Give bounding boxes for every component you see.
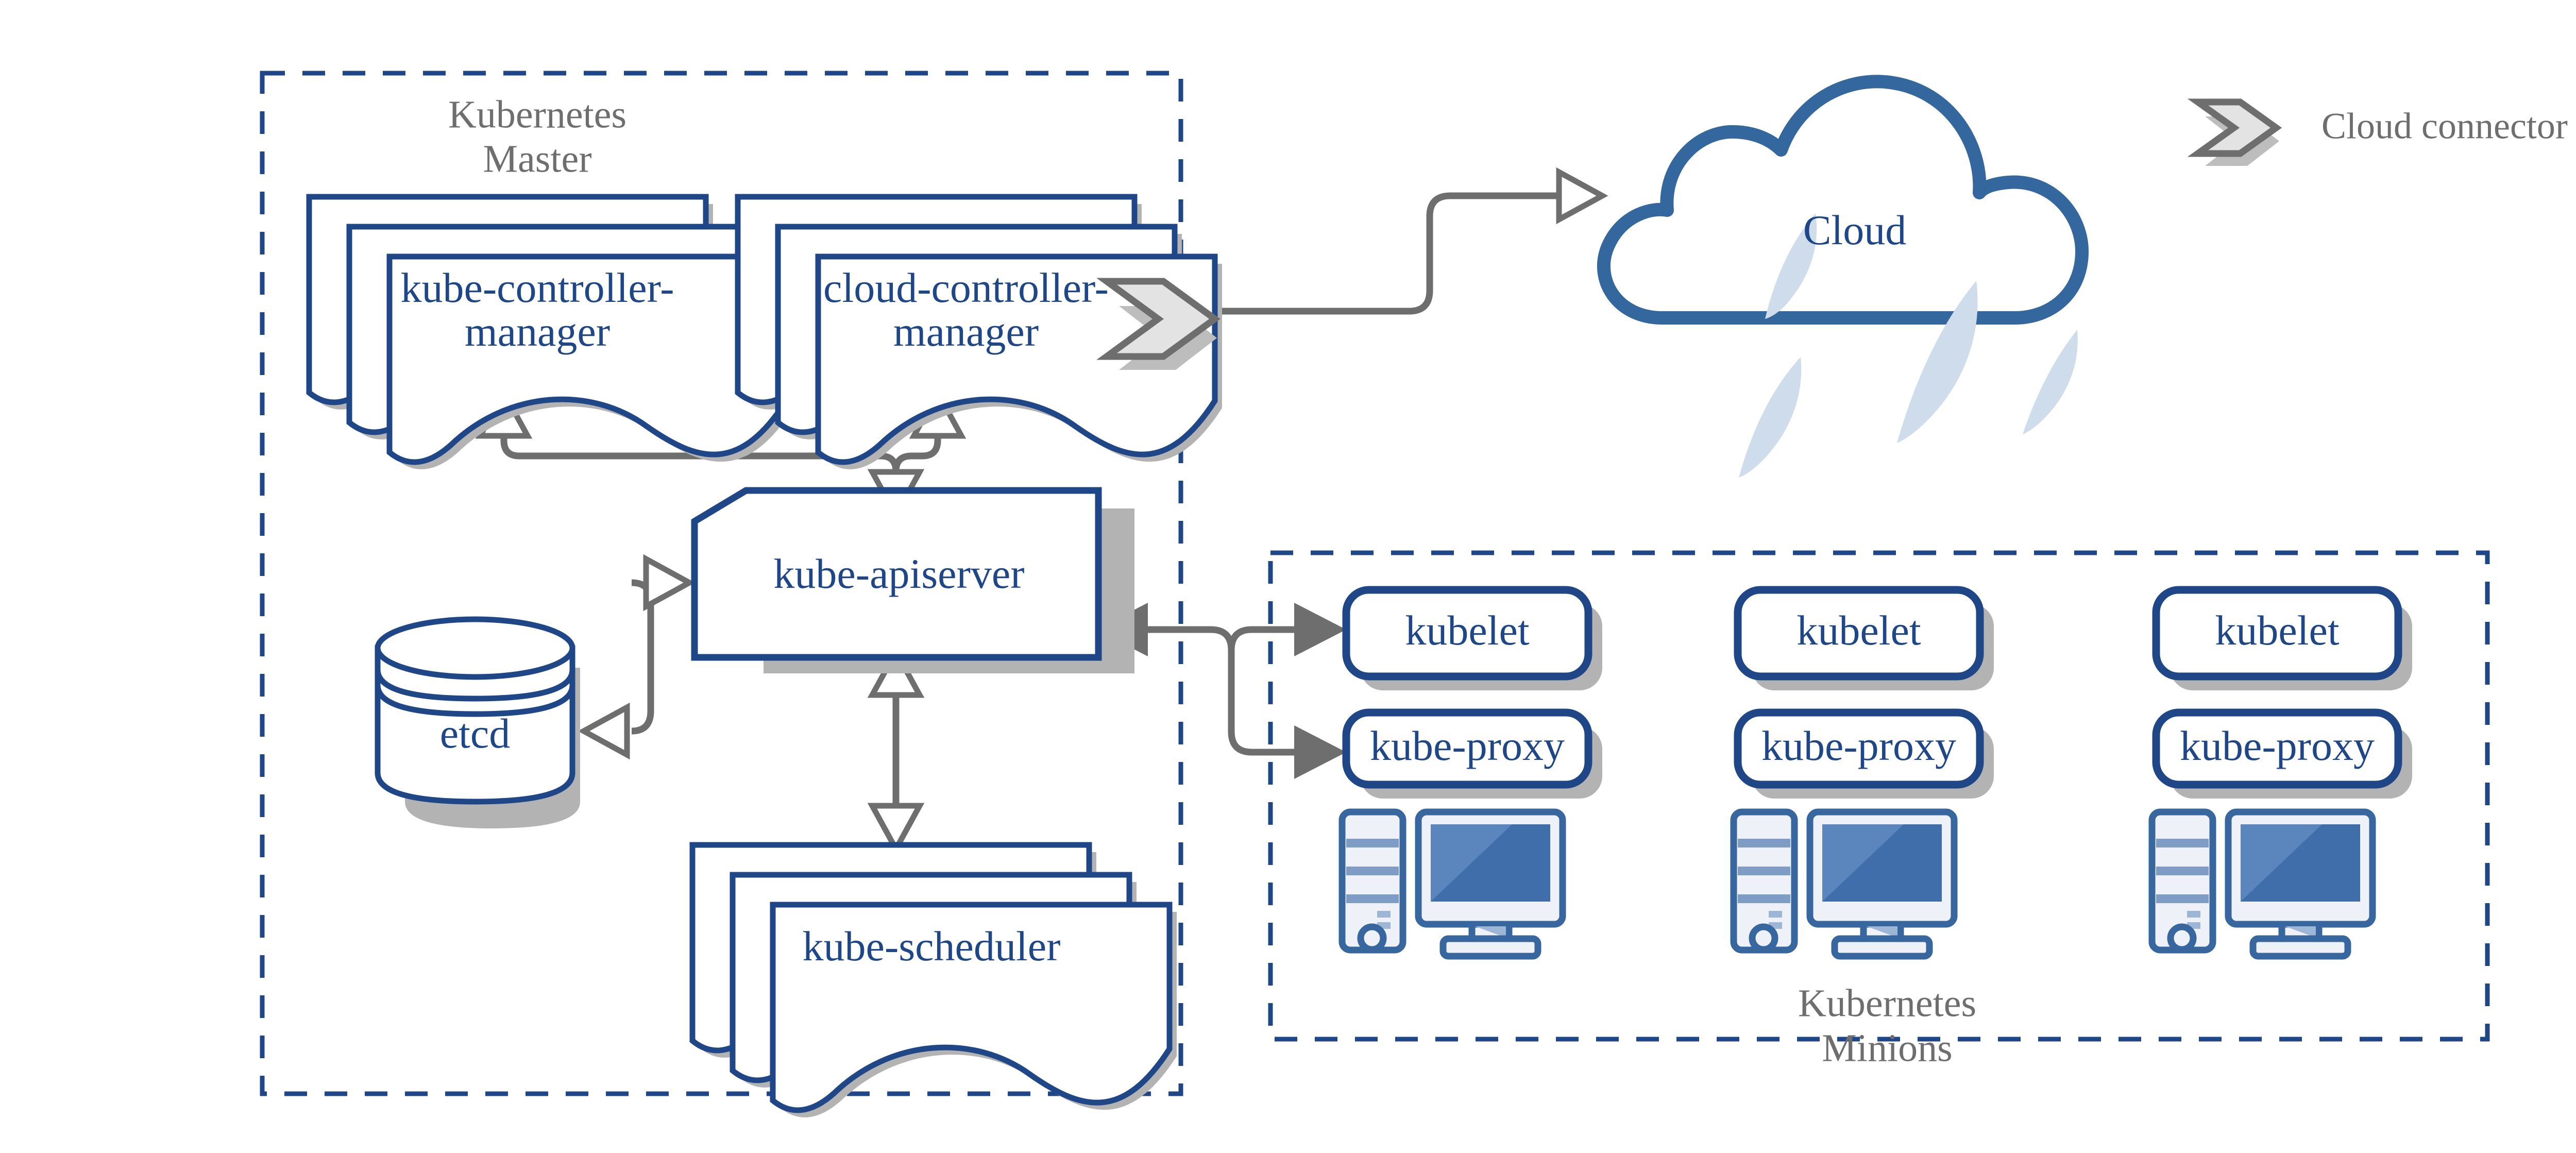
cloud-controller-manager-label-line1: cloud-controller- xyxy=(823,264,1109,311)
connector-apiserver-node-agents xyxy=(1096,603,1346,779)
connector-apiserver-scheduler xyxy=(867,646,925,855)
arrowhead-to-cloud xyxy=(1556,167,1608,225)
minion-node-3: kubelet kube-proxy xyxy=(2148,586,2412,960)
arrowhead-to-etcd xyxy=(578,702,630,760)
kube-apiserver-node[interactable]: kube-apiserver xyxy=(691,487,1134,673)
kube-proxy-label-1: kube-proxy xyxy=(1370,722,1565,769)
minions-zone-label-line1: Kubernetes xyxy=(1798,981,1976,1025)
master-zone-label-line2: Master xyxy=(483,137,591,180)
kube-scheduler-node[interactable]: kube-scheduler xyxy=(692,845,1177,1117)
arrowhead-to-kube-scheduler xyxy=(867,803,925,855)
cloud-node[interactable]: Cloud xyxy=(1597,75,2089,478)
master-zone-border xyxy=(260,71,1183,1096)
legend-cloud-connector: Cloud connector xyxy=(2187,98,2568,166)
minion-node-2: kubelet kube-proxy xyxy=(1730,586,1994,960)
kubelet-label-2: kubelet xyxy=(1797,607,1921,654)
kubelet-label-3: kubelet xyxy=(2215,607,2340,654)
kubelet-box-1[interactable]: kubelet xyxy=(1342,586,1602,690)
desktop-computer-icon-3 xyxy=(2148,808,2376,960)
kubelet-label-1: kubelet xyxy=(1405,607,1530,654)
kube-controller-manager-label-line2: manager xyxy=(465,308,610,355)
desktop-computer-icon-1 xyxy=(1338,808,1566,960)
etcd-node[interactable]: etcd xyxy=(375,616,580,828)
cloud-controller-manager-node[interactable]: cloud-controller- manager xyxy=(738,197,1222,469)
arrowhead-to-kubelet xyxy=(1294,603,1346,656)
kube-apiserver-label: kube-apiserver xyxy=(773,550,1024,597)
minion-node-1: kubelet kube-proxy xyxy=(1338,586,1602,960)
kube-controller-manager-label-line1: kube-controller- xyxy=(400,264,674,311)
connector-ccm-to-cloud xyxy=(1188,167,1608,315)
minions-zone-label-line2: Minions xyxy=(1822,1026,1952,1070)
cloud-controller-manager-label-line2: manager xyxy=(893,308,1039,355)
kubelet-box-2[interactable]: kubelet xyxy=(1734,586,1994,690)
kube-proxy-label-2: kube-proxy xyxy=(1761,722,1956,769)
kube-proxy-box-1[interactable]: kube-proxy xyxy=(1342,708,1602,799)
arrowhead-to-apiserver-left xyxy=(643,554,696,612)
desktop-computer-icon-2 xyxy=(1730,808,1958,960)
kube-proxy-box-2[interactable]: kube-proxy xyxy=(1734,708,1994,799)
connector-etcd-apiserver xyxy=(578,554,696,760)
kubelet-box-3[interactable]: kubelet xyxy=(2152,586,2412,690)
legend-cloud-connector-label: Cloud connector xyxy=(2321,106,2568,147)
kube-controller-manager-node[interactable]: kube-controller- manager xyxy=(309,197,793,469)
arrowhead-to-kube-proxy xyxy=(1294,725,1346,779)
cloud-connector-chevron-icon xyxy=(1096,278,1221,370)
kube-proxy-box-3[interactable]: kube-proxy xyxy=(2152,708,2412,799)
kube-proxy-label-3: kube-proxy xyxy=(2180,722,2375,769)
cloud-label: Cloud xyxy=(1803,207,1906,253)
etcd-label: etcd xyxy=(440,710,511,757)
kube-scheduler-label: kube-scheduler xyxy=(803,923,1061,970)
master-zone-label-line1: Kubernetes xyxy=(448,93,626,136)
minions-zone-border xyxy=(1268,550,2490,1042)
